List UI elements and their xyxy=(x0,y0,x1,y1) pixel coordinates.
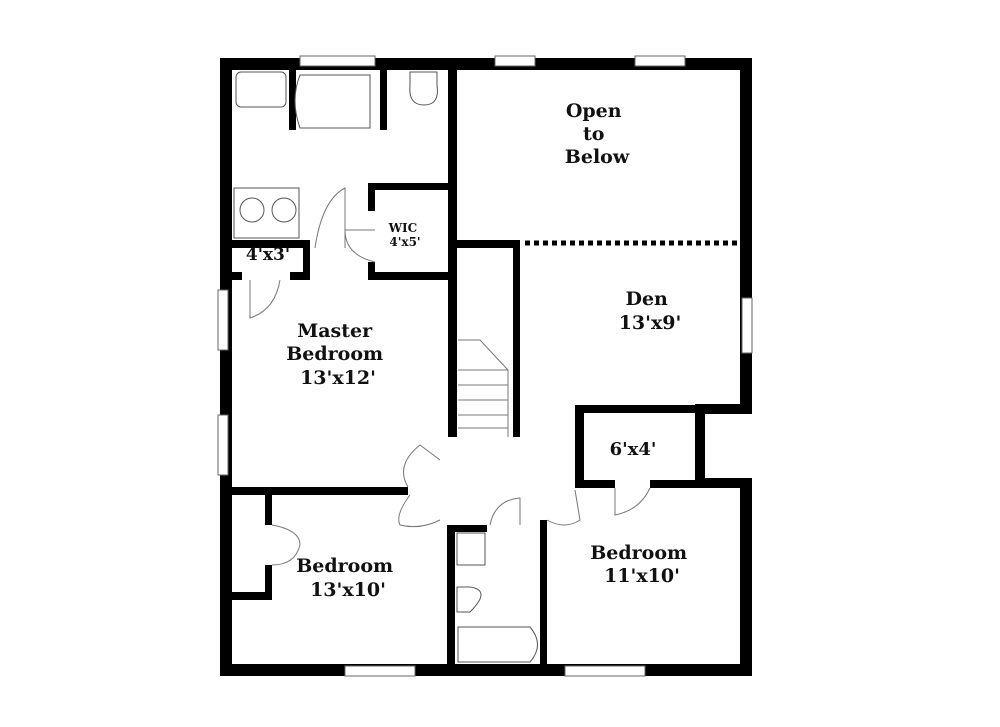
room-label-bedroom-left: Bedroom 13'x10' xyxy=(296,555,400,601)
bath-fixtures xyxy=(233,71,538,663)
room-label-master-closet: 4'x3' xyxy=(246,245,290,265)
sink xyxy=(456,532,486,566)
room-label-wic: WIC 4'x5' xyxy=(388,221,422,249)
room-label-closet-6x4: 6'x4' xyxy=(610,439,657,460)
room-label-open-to-below: Open to Below xyxy=(565,100,630,168)
room-label-den: Den 13'x9' xyxy=(619,288,682,334)
staircase xyxy=(458,339,509,437)
shower xyxy=(235,71,287,108)
interior-walls xyxy=(232,70,700,676)
windows xyxy=(217,55,753,677)
bathtub xyxy=(457,626,538,663)
doors xyxy=(249,187,651,566)
toilet xyxy=(456,586,482,613)
room-label-master-bedroom: Master Bedroom 13'x12' xyxy=(286,320,390,389)
toilet xyxy=(409,71,438,106)
bathtub xyxy=(294,74,371,129)
room-label-bedroom-right: Bedroom 11'x10' xyxy=(590,542,694,587)
